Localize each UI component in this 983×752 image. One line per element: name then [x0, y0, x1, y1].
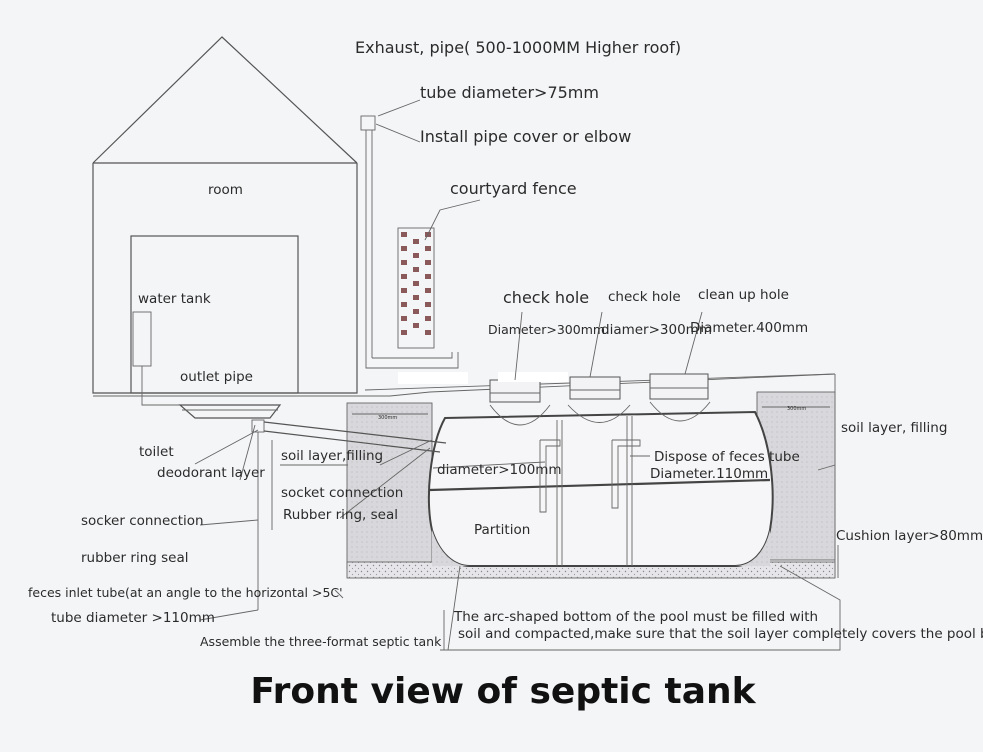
septic-tank	[427, 401, 774, 567]
courtyard-fence	[397, 227, 435, 349]
house	[92, 36, 358, 406]
pointer-lines	[194, 99, 841, 651]
label-diameter-100: diameter>100mm	[437, 462, 562, 478]
toilet-and-inlet	[178, 404, 447, 610]
label-cushion-layer: Cushion layer>80mm	[836, 528, 983, 544]
label-arc-note-1: The arc-shaped bottom of the pool must b…	[453, 609, 818, 625]
label-partition: Partition	[474, 522, 530, 538]
label-socket-connection: socket connection	[281, 485, 403, 501]
label-toilet: toilet	[139, 444, 174, 460]
labels: Exhaust, pipe( 500-1000MM Higher roof) t…	[28, 38, 983, 649]
label-socker-connection: socker connection	[81, 513, 204, 529]
outlet-pipe-line	[141, 366, 183, 406]
label-room: room	[208, 182, 243, 198]
transfer-pipe-2	[611, 439, 641, 509]
label-soil-layer-right: soil layer, filling	[841, 420, 947, 436]
label-feces-inlet-tube: feces inlet tube(at an angle to the hori…	[28, 585, 343, 600]
pipe-cap-icon	[360, 115, 376, 131]
label-diameter-300-b: diamer>300mm	[601, 322, 712, 338]
label-dispose-tube: Dispose of feces tube	[654, 449, 800, 465]
label-outlet-pipe: outlet pipe	[180, 369, 253, 385]
label-courtyard-fence: courtyard fence	[450, 179, 577, 198]
label-clean-up-hole: clean up hole	[698, 287, 789, 303]
label-rubber-ring-outer: rubber ring seal	[81, 550, 188, 566]
hole-covers	[398, 372, 709, 403]
label-water-tank: water tank	[138, 291, 211, 307]
label-assemble: Assemble the three-format septic tank	[200, 634, 442, 649]
label-diameter-110: Diameter.110mm	[650, 466, 768, 482]
transfer-pipe-1	[539, 439, 561, 513]
inlet-tube-top	[263, 421, 447, 444]
toilet-icon	[178, 404, 282, 419]
label-arc-note-2: soil and compacted,make sure that the so…	[458, 626, 983, 642]
tank-mid-line	[429, 478, 771, 492]
exhaust-pipe	[360, 115, 459, 369]
house-roof	[92, 36, 358, 164]
label-dim-right: 300mm	[787, 406, 806, 412]
water-tank-box	[130, 235, 299, 394]
inlet-tube-bottom	[263, 430, 441, 453]
label-deodorant-layer: deodorant layer	[157, 465, 265, 481]
label-soil-layer-left: soil layer,filling	[281, 448, 383, 464]
label-tube-diameter-75: tube diameter>75mm	[420, 83, 599, 102]
label-diameter-300-a: Diameter>300mm	[488, 322, 605, 337]
label-exhaust: Exhaust, pipe( 500-1000MM Higher roof)	[355, 38, 681, 57]
tank-valve-box	[132, 311, 152, 367]
label-diameter-400: Diameter.400mm	[690, 320, 808, 336]
label-dim-left: 300mm	[378, 415, 397, 421]
label-tube-diameter-110: tube diameter >110mm	[51, 610, 215, 626]
label-check-hole-1: check hole	[503, 288, 589, 307]
label-rubber-ring-inner: Rubber ring, seal	[283, 507, 398, 523]
soil-block-left	[346, 402, 433, 569]
label-pipe-cover: Install pipe cover or elbow	[420, 127, 631, 146]
label-check-hole-2: check hole	[608, 289, 681, 305]
diagram-title: Front view of septic tank	[250, 671, 756, 712]
